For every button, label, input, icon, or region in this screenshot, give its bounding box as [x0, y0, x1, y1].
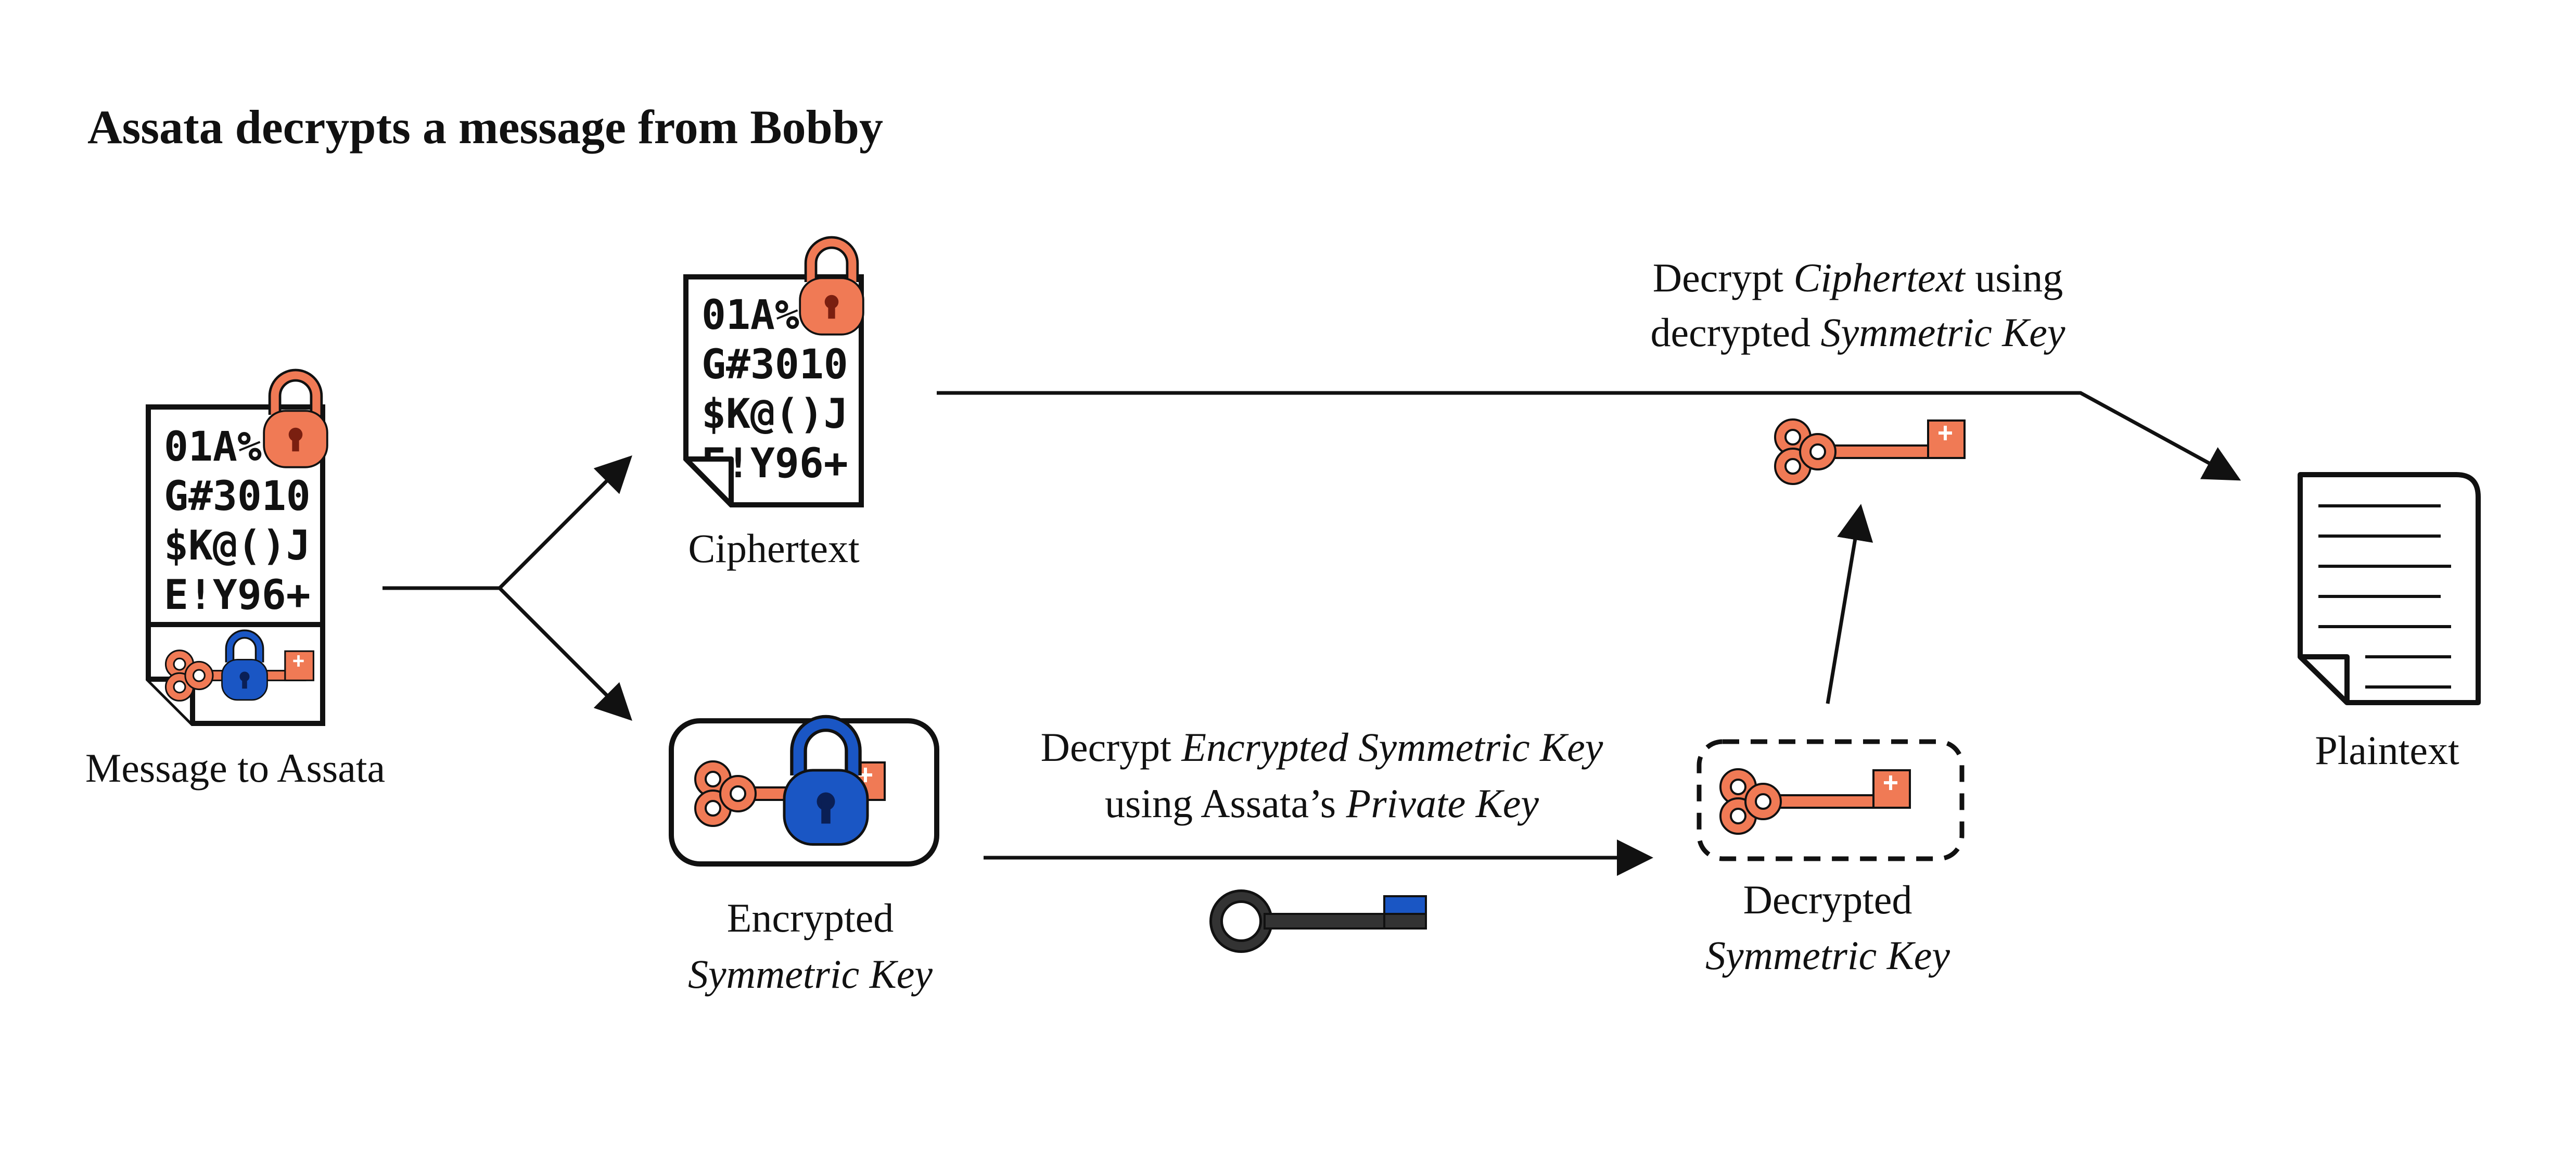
- decrypted-key-label-line2: Symmetric Key: [1705, 933, 1950, 978]
- cipher-line: G#3010: [702, 341, 848, 388]
- plaintext-document-icon: [2298, 472, 2481, 705]
- cipher-line: E!Y96+: [164, 572, 311, 619]
- decrypt-key-step-line2: using Assata’s Private Key: [1105, 781, 1539, 826]
- lock-orange-icon: [264, 375, 327, 467]
- decrypt-ciphertext-step-line1: Decrypt Ciphertext using: [1653, 255, 2063, 300]
- encrypted-key-icon: [669, 721, 939, 867]
- diagram-title: Assata decrypts a message from Bobby: [87, 100, 883, 154]
- message-document-icon: 01A% G#3010 $K@()J E!Y96+: [146, 375, 327, 726]
- message-label: Message to Assata: [85, 745, 385, 791]
- cipher-line: 01A%: [702, 292, 799, 339]
- arrow-to-plaintext: [937, 391, 2241, 481]
- encrypted-key-label-line1: Encrypted: [727, 895, 894, 940]
- encrypted-key-label-line2: Symmetric Key: [688, 951, 933, 997]
- ciphertext-document-icon: 01A% G#3010 $K@()J E!Y96+: [683, 243, 863, 507]
- decrypted-key-frame: [1697, 739, 1965, 861]
- symmetric-key-icon: [1775, 419, 1965, 484]
- cipher-line: $K@()J: [702, 391, 848, 438]
- cipher-line: $K@()J: [164, 523, 311, 569]
- message-cipher-text: 01A% G#3010 $K@()J E!Y96+: [164, 424, 311, 619]
- arrow-up-to-key: [1826, 504, 1873, 704]
- decrypt-key-step-line1: Decrypt Encrypted Symmetric Key: [1041, 724, 1603, 770]
- private-key-icon: [1209, 889, 1427, 953]
- lock-orange-icon: [800, 243, 863, 335]
- decrypt-ciphertext-step-line2: decrypted Symmetric Key: [1651, 310, 2065, 355]
- cipher-line: 01A%: [164, 424, 262, 470]
- cipher-line: G#3010: [164, 473, 311, 520]
- decrypted-key-label-line1: Decrypted: [1743, 877, 1912, 922]
- arrow-to-ciphertext: [498, 455, 632, 590]
- symmetric-key-icon: [1720, 769, 1910, 834]
- arrow-to-encrypted-key: [498, 587, 632, 721]
- plaintext-label: Plaintext: [2315, 728, 2459, 773]
- ciphertext-label: Ciphertext: [688, 526, 860, 571]
